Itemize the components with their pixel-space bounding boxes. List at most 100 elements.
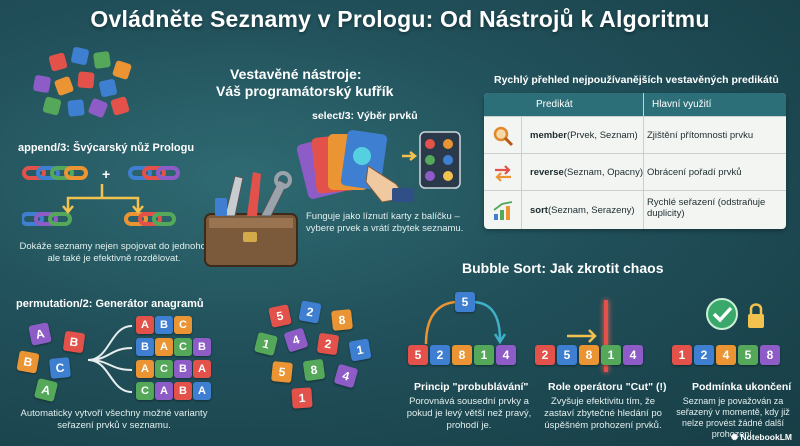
svg-text:+: + (102, 166, 110, 182)
cut-barrier (604, 300, 608, 372)
input-letter-tile: B (62, 330, 86, 354)
table-header: Predikát Hlavní využití (484, 93, 786, 116)
step-number-tile: 1 (672, 345, 692, 365)
checkmark-lock-icon (706, 298, 764, 330)
scattered-number-tile: 2 (298, 300, 322, 324)
cards-illustration (296, 126, 466, 206)
step-number-tile: 8 (760, 345, 780, 365)
page-title: Ovládněte Seznamy v Prologu: Od Nástrojů… (90, 6, 710, 32)
input-letter-tile: C (49, 357, 71, 379)
permutation-letter-tile: B (174, 382, 192, 400)
permutation-letter-tile: A (155, 382, 173, 400)
rising-chart-icon (484, 191, 522, 229)
select-description: Funguje jako líznutí karty z balíčku – v… (306, 211, 464, 234)
lifted-number-tile: 5 (455, 292, 475, 312)
permutation-letter-tile: A (136, 360, 154, 378)
permutation-heading: permutation/2: Generátor anagramů (16, 298, 204, 310)
scattered-number-tile: 2 (316, 332, 340, 356)
scattered-number-tile: 5 (268, 304, 292, 328)
toolbox-heading-line1: Vestavěné nástroje: (230, 66, 362, 82)
predicate-cell: reverse(Seznam, Opacny) (530, 167, 644, 178)
column-header-predicate: Predikát (536, 99, 573, 110)
step-principle-heading: Princip "probublávání" (414, 381, 529, 393)
permutation-letter-tile: B (136, 338, 154, 356)
permutation-letter-tile: A (193, 360, 211, 378)
permutation-letter-tile: C (174, 316, 192, 334)
use-cell: Obrácení pořadí prvků (647, 167, 742, 178)
step-number-tile: 8 (579, 345, 599, 365)
brand-badge: ✺ NotebookLM (731, 432, 792, 443)
step-cut-heading: Role operátoru "Cut" (!) (548, 381, 667, 393)
toolbox-illustration (195, 170, 305, 270)
input-letter-tile: A (33, 377, 59, 403)
magnifier-icon (484, 117, 522, 154)
use-cell: Rychlé seřazení (odstraňuje duplicity) (647, 197, 766, 219)
branching-arrows-icon (87, 325, 133, 393)
step-number-tile: 2 (535, 345, 555, 365)
toolbox-heading-line2: Váš programátorský kufřík (216, 83, 394, 99)
table-heading: Rychlý přehled nejpoužívanějších vestavě… (494, 74, 779, 86)
step-number-tile: 1 (474, 345, 494, 365)
scattered-number-tile: 1 (291, 387, 313, 409)
step-number-tile: 4 (623, 345, 643, 365)
step-number-tile: 5 (408, 345, 428, 365)
step-number-tile: 5 (557, 345, 577, 365)
letter-blocks-icon (33, 47, 132, 118)
predicate-cell: sort(Seznam, Serazeny) (530, 205, 635, 216)
step-number-tile: 8 (452, 345, 472, 365)
brand-name: NotebookLM (740, 432, 792, 442)
table-row: sort(Seznam, Serazeny) Rychlé seřazení (… (484, 190, 786, 229)
step-termination-heading: Podmínka ukončení (692, 381, 792, 393)
permutation-description: Automaticky vytvoří všechny možné varian… (20, 408, 208, 431)
scattered-number-tile: 4 (333, 363, 359, 389)
permutation-letter-tile: C (136, 382, 154, 400)
input-letter-tile: A (28, 322, 52, 346)
step-principle-description: Porovnává sousední prvky a pokud je levý… (406, 396, 532, 431)
permutation-letter-tile: B (174, 360, 192, 378)
input-letter-tile: B (16, 350, 40, 374)
column-header-use: Hlavní využití (652, 99, 712, 110)
step-number-tile: 1 (601, 345, 621, 365)
letter-blocks-illustration (20, 42, 140, 122)
scattered-number-tile: 1 (348, 338, 372, 362)
select-heading: select/3: Výběr prvků (312, 110, 418, 122)
stop-arrow-icon (567, 329, 597, 343)
append-description: Dokáže seznamy nejen spojovat do jednoho… (19, 241, 209, 264)
step-cut-description: Zvyšuje efektivitu tím, že zastaví zbyte… (544, 396, 662, 431)
step-number-tile: 4 (496, 345, 516, 365)
permutation-letter-tile: B (193, 338, 211, 356)
toolbox-icon (204, 171, 298, 267)
permutation-letter-tile: A (193, 382, 211, 400)
permutation-letter-tile: A (155, 338, 173, 356)
bubble-heading: Bubble Sort: Jak zkrotit chaos (462, 260, 664, 276)
predicate-cell: member(Prvek, Seznam) (530, 130, 638, 141)
scattered-number-tile: 8 (331, 309, 353, 331)
swap-arrows-icon (484, 154, 522, 191)
permutation-letter-tile: B (155, 316, 173, 334)
step-number-tile: 5 (738, 345, 758, 365)
scattered-number-tile: 4 (283, 327, 309, 353)
table-row: member(Prvek, Seznam) Zjištění přítomnos… (484, 116, 786, 154)
permutation-letter-tile: C (155, 360, 173, 378)
step-number-tile: 2 (694, 345, 714, 365)
scattered-number-tile: 5 (271, 361, 293, 383)
step-termination-description: Seznam je považován za seřazený v moment… (676, 396, 790, 439)
append-heading: append/3: Švýcarský nůž Prologu (18, 142, 195, 154)
predicate-table: Predikát Hlavní využití member(Prvek, Se… (484, 93, 786, 229)
playing-cards-icon (296, 130, 461, 203)
scattered-number-tile: 8 (302, 358, 326, 382)
chain-links-icon: + (20, 166, 180, 226)
step-number-tile: 2 (430, 345, 450, 365)
brand-logo-icon: ✺ (731, 432, 741, 442)
chain-illustration: + (20, 162, 212, 237)
use-cell: Zjištění přítomnosti prvku (647, 130, 754, 141)
swap-arrows-icon (424, 300, 507, 345)
table-row: reverse(Seznam, Opacny) Obrácení pořadí … (484, 153, 786, 191)
scattered-number-tile: 1 (253, 331, 279, 357)
